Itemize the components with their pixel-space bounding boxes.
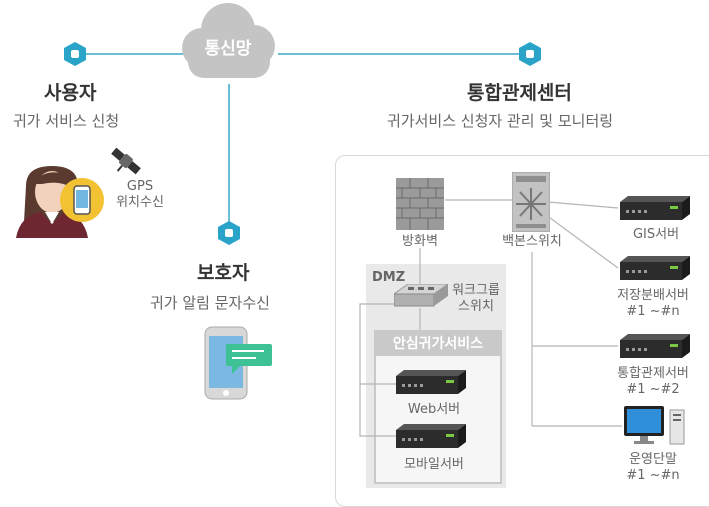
control-server-label: 통합관제서버 #1 ~#2 [617, 366, 689, 397]
guardian-subtitle: 귀가 알림 문자수신 [150, 294, 270, 312]
firewall-label: 방화벽 [402, 234, 438, 249]
operator-terminal-label: 운영단말 #1 ~#n [626, 452, 680, 483]
phone-gps-icon [60, 178, 104, 222]
network-label: 통신망 [204, 39, 252, 59]
hexagon-marker-icon [519, 42, 541, 66]
satellite-icon [111, 147, 141, 175]
web-server-label: Web서버 [407, 402, 461, 417]
workgroup-switch-label: 워크그룹 스위치 [452, 283, 500, 314]
mobile-server-icon [396, 424, 466, 448]
hexagon-marker-icon [218, 221, 240, 245]
storage-server-icon [620, 256, 690, 280]
storage-server-label: 저장분배서버 #1 ~#n [617, 288, 689, 319]
user-subtitle: 귀가 서비스 신청 [13, 112, 120, 130]
control-server-icon [620, 334, 690, 358]
gis-server-label: GIS서버 [632, 227, 680, 242]
cloud-icon [182, 3, 275, 78]
service-title: 안심귀가서비스 [376, 332, 500, 356]
guardian-title: 보호자 [197, 262, 250, 284]
workgroup-switch-icon [394, 284, 448, 307]
backbone-switch-label: 백본스위치 [502, 234, 562, 249]
operator-terminal-icon [624, 406, 685, 445]
phone-message-icon [204, 326, 272, 400]
center-subtitle: 귀가서비스 신청자 관리 및 모니터링 [387, 112, 614, 130]
backbone-switch-icon [512, 172, 550, 232]
center-title: 통합관제센터 [467, 82, 572, 104]
firewall-icon [396, 178, 444, 230]
web-server-icon [396, 370, 466, 394]
mobile-server-label: 모바일서버 [404, 457, 464, 472]
hexagon-marker-icon [64, 42, 86, 66]
dmz-label: DMZ [372, 270, 406, 285]
gis-server-icon [620, 196, 690, 220]
user-title: 사용자 [44, 82, 97, 104]
gps-label: GPS 위치수신 [116, 179, 164, 210]
